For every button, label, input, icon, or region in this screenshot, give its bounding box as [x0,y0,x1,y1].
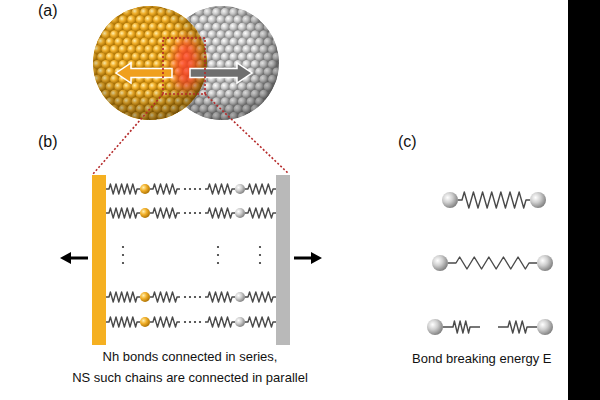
spring-symbol [245,208,276,218]
ellipsis-dot [217,246,219,248]
force-arrow [294,252,322,264]
ellipsis-dot [217,262,219,264]
spring-symbol [150,184,180,194]
atom-ball [235,184,245,194]
grey-plate [276,175,290,345]
spring-symbol [150,208,180,218]
pull-arrow [190,63,252,83]
panel-label: (c) [398,133,417,151]
spring-symbol [205,317,235,327]
gold-particle-shade [93,6,207,120]
spring-symbol [205,208,235,218]
spring-symbol [106,317,140,327]
atom-ball [140,317,150,327]
ellipsis-dot [199,212,201,214]
spring-symbol [150,317,180,327]
caption-line: Nh bonds connected in series, [103,350,278,365]
spring-symbol [106,208,140,218]
ellipsis-dot [122,254,124,256]
caption-line: NS such chains are connected in parallel [72,371,308,386]
spring-symbol [205,292,235,302]
spring-symbol [448,257,537,269]
atom-ball [432,255,448,271]
atom-ball [235,317,245,327]
spring-symbol [205,184,235,194]
zoom-leader [93,94,163,174]
zoom-box [163,38,205,94]
spring-symbol [245,184,276,194]
ellipsis-dot [217,254,219,256]
ellipsis-dot [199,321,201,323]
force-arrow [60,252,88,264]
atom-ball [140,292,150,302]
atom-ball [235,292,245,302]
ellipsis-dot [184,321,186,323]
ellipsis-dot [194,296,196,298]
spring-symbol [245,317,276,327]
atom-ball [235,208,245,218]
atom-ball [537,319,553,335]
gold-plate [92,175,106,345]
spring-symbol [443,321,480,333]
edge-band [568,0,600,400]
ellipsis-dot [194,321,196,323]
spring-symbol [106,184,140,194]
ellipsis-dot [184,296,186,298]
gold-particle [89,0,210,121]
atom-ball [140,208,150,218]
panel-label: (b) [38,133,58,151]
ellipsis-dot [199,296,201,298]
spring-symbol [245,292,276,302]
ellipsis-dot [184,212,186,214]
ellipsis-dot [189,321,191,323]
zoom-leader [205,94,289,174]
contact-glow [174,38,198,90]
gold-particle-base [93,6,207,120]
spring-symbol [150,292,180,302]
ellipsis-dot [189,296,191,298]
atom-ball [537,255,553,271]
ellipsis-dot [189,212,191,214]
atom-ball [427,319,443,335]
ellipsis-dot [194,188,196,190]
ellipsis-dot [122,262,124,264]
atom-ball [442,192,458,208]
spring-symbol [458,192,530,208]
atom-ball [530,192,546,208]
ellipsis-dot [199,188,201,190]
spring-symbol [498,321,537,333]
caption-line: Bond breaking energy E [412,352,551,367]
atom-ball [140,184,150,194]
panel-label: (a) [38,2,58,20]
ellipsis-dot [259,246,261,248]
ellipsis-dot [259,254,261,256]
ellipsis-dot [259,262,261,264]
spring-symbol [106,292,140,302]
ellipsis-dot [122,246,124,248]
ellipsis-dot [189,188,191,190]
ellipsis-dot [184,188,186,190]
ellipsis-dot [194,212,196,214]
